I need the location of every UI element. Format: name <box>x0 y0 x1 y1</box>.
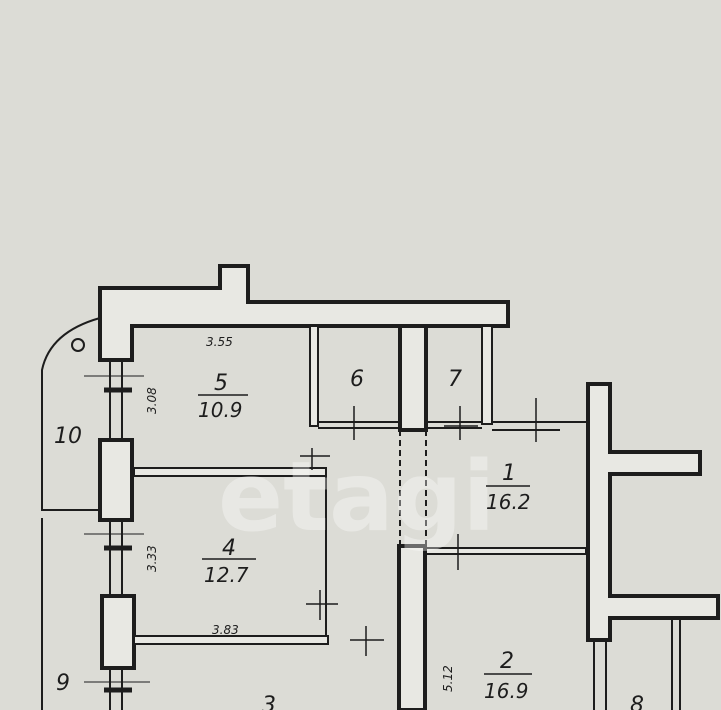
left-pier-2 <box>100 594 136 670</box>
room-area: 16.2 <box>486 490 531 514</box>
dimension-label: 3.08 <box>145 387 159 414</box>
dimension-label: 3.55 <box>206 335 233 349</box>
balcony-drain-icon <box>71 338 85 352</box>
partition-4-3 <box>133 635 329 645</box>
dimension-label: 5.12 <box>441 665 455 692</box>
right-wall <box>586 382 720 642</box>
room-labels: 5 10.9 4 12.7 6 7 1 16.2 2 16.9 10 9 3 8 <box>54 367 644 710</box>
room-number: 4 <box>222 536 236 561</box>
left-pier-1 <box>98 438 134 522</box>
top-wall <box>98 264 510 362</box>
dimension-label: 3.33 <box>145 545 159 572</box>
watermark: etagi <box>218 441 495 553</box>
partition-5-4 <box>133 467 327 477</box>
room-area: 12.7 <box>204 563 249 587</box>
dimension-labels: 3.55 3.08 3.33 3.83 5.12 <box>145 335 455 692</box>
room-area: 16.9 <box>484 679 529 703</box>
central-column <box>398 324 428 432</box>
corridor-wall <box>397 544 427 710</box>
room-number: 1 <box>502 461 516 486</box>
room-number: 2 <box>500 649 514 674</box>
room-area: 10.9 <box>198 398 243 422</box>
room-number: 8 <box>630 693 644 710</box>
partition-1-2 <box>425 547 587 555</box>
room-number: 10 <box>54 424 82 449</box>
room-number: 7 <box>448 367 462 392</box>
room-number: 3 <box>262 693 276 710</box>
dimension-label: 3.83 <box>212 623 239 637</box>
room-number: 9 <box>56 671 70 696</box>
balcony-10-outline <box>41 317 101 511</box>
room-number: 6 <box>350 367 364 392</box>
room-number: 5 <box>214 371 228 396</box>
